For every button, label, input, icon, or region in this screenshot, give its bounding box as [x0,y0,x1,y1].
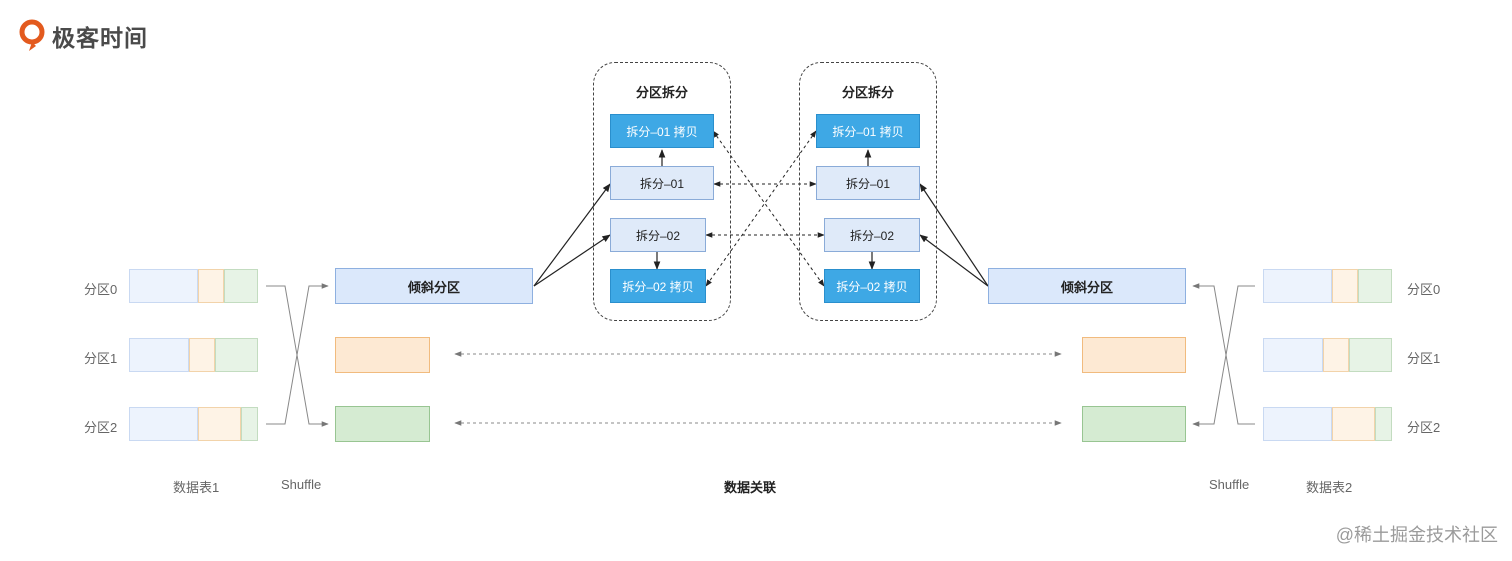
split-02-box: 拆分–02 [824,218,920,252]
right-partition-2-bar [1263,407,1392,441]
right-partition-1-label: 分区1 [1407,351,1441,366]
segment-green [1349,338,1392,372]
right-orange-partition [1082,337,1186,373]
segment-blue [1263,338,1323,372]
split-cluster-left: 分区拆分 [593,62,731,321]
segment-green [1375,407,1392,441]
left-partition-1-label: 分区1 [84,351,118,366]
left-green-partition [335,406,430,442]
split-02-copy-box: 拆分–02 拷贝 [610,269,706,303]
segment-orange [198,269,224,303]
segment-blue [129,338,189,372]
segment-blue [129,407,198,441]
segment-orange [1332,407,1375,441]
left-partition-2-label: 分区2 [84,420,118,435]
join-label: 数据关联 [724,480,777,495]
left-orange-partition [335,337,430,373]
right-green-partition [1082,406,1186,442]
right-table-label: 数据表2 [1306,480,1353,495]
segment-green [224,269,258,303]
right-shuffle-label: Shuffle [1209,477,1250,492]
left-partition-1-bar [129,338,258,372]
split-02-box: 拆分–02 [610,218,706,252]
split-01-box: 拆分–01 [816,166,920,200]
segment-green [241,407,258,441]
segment-orange [198,407,241,441]
split-01-box: 拆分–01 [610,166,714,200]
segment-blue [1263,407,1332,441]
left-shuffle-label: Shuffle [281,477,322,492]
right-partition-0-label: 分区0 [1407,282,1441,297]
watermark-text: @稀土掘金技术社区 [1335,525,1498,545]
segment-orange [189,338,215,372]
segment-green [215,338,258,372]
split-cluster-right: 分区拆分 [799,62,937,321]
segment-blue [129,269,198,303]
geektime-logo-icon [19,19,45,51]
cluster-internal-arrows [653,149,876,270]
split-01-copy-box: 拆分–01 拷贝 [610,114,714,148]
cluster-title: 分区拆分 [841,85,894,100]
long-join-lines [454,351,1062,426]
split-02-copy-box: 拆分–02 拷贝 [824,269,920,303]
left-partition-0-label: 分区0 [84,282,118,297]
right-partition-0-bar [1263,269,1392,303]
left-partition-2-bar [129,407,258,441]
left-table-label: 数据表1 [173,480,220,495]
geektime-logo: 极客时间 [18,18,158,54]
left-skew-partition: 倾斜分区 [335,268,533,304]
logo-text: 极客时间 [52,25,148,51]
segment-blue [1263,269,1332,303]
right-partition-2-label: 分区2 [1407,420,1441,435]
segment-green [1358,269,1392,303]
left-skew-split-arrows [533,183,611,287]
left-shuffle-lines [266,283,329,427]
segment-orange [1332,269,1358,303]
right-skew-split-arrows [919,183,989,287]
right-shuffle-lines [1192,283,1255,427]
split-01-copy-box: 拆分–01 拷贝 [816,114,920,148]
segment-orange [1323,338,1349,372]
cluster-title: 分区拆分 [635,85,688,100]
left-partition-0-bar [129,269,258,303]
right-skew-partition: 倾斜分区 [988,268,1186,304]
right-partition-1-bar [1263,338,1392,372]
